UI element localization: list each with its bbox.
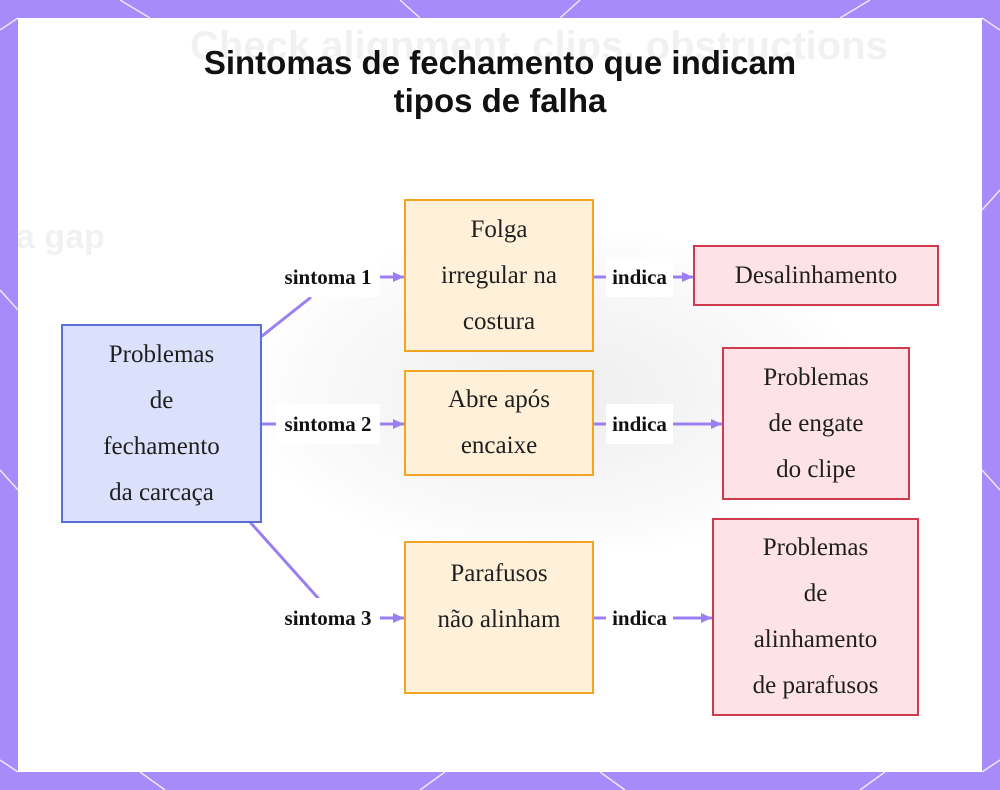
symptom-1-line-1: Folga xyxy=(470,215,528,243)
root-line-2: de xyxy=(149,386,174,414)
symptom-1-line-3: costura xyxy=(462,307,536,335)
title-line-2: tipos de falha xyxy=(393,82,607,119)
failure-2-line-1: Problemas xyxy=(763,363,869,391)
background-ghost-text: Check alignment, clips, obstructions xyxy=(190,24,888,68)
symptom-node-3: Parafusos não alinham xyxy=(404,541,594,694)
title-line-1: Sintomas de fechamento que indicam xyxy=(203,44,797,81)
failure-1-text: Desalinhamento xyxy=(735,253,897,299)
failure-3-line-1: Problemas xyxy=(762,534,869,561)
edge-root-symptom-3 xyxy=(248,520,320,600)
failure-2-text: Problemas de engate do clipe xyxy=(763,355,869,493)
edge-label-indica-2: indica xyxy=(606,404,673,444)
background-ghost-text-left: a gap xyxy=(18,218,105,256)
failure-node-clip-engagement: Problemas de engate do clipe xyxy=(722,347,910,500)
root-line-4: da carcaça xyxy=(109,478,214,506)
failure-3-line-4: de parafusos xyxy=(752,672,879,699)
page-title: Sintomas de fechamento que indicam tipos… xyxy=(0,44,1000,120)
symptom-node-1: Folga irregular na costura xyxy=(404,199,594,352)
symptom-2-line-2: encaixe xyxy=(460,432,538,459)
root-line-3: fechamento xyxy=(103,432,220,460)
symptom-3-line-1: Parafusos xyxy=(450,560,548,587)
failure-node-misalignment: Desalinhamento xyxy=(693,245,939,306)
edge-root-symptom-1 xyxy=(260,296,312,338)
root-line-1: Problemas xyxy=(108,340,215,368)
symptom-2-line-1: Abre após xyxy=(447,386,551,413)
edge-label-symptom-2: sintoma 2 xyxy=(276,404,380,444)
failure-3-line-2: de xyxy=(803,580,828,607)
root-node-housing-closure-problems: Problemas de fechamento da carcaça xyxy=(61,324,262,523)
failure-3-text: Problemas de alinhamento de parafusos xyxy=(753,525,879,709)
failure-2-line-3: do clipe xyxy=(776,455,856,483)
symptom-1-text: Folga irregular na costura xyxy=(441,207,557,345)
symptom-1-line-2: irregular na xyxy=(441,261,557,289)
symptom-3-text: Parafusos não alinham xyxy=(438,551,561,643)
symptom-3-line-2: não alinham xyxy=(437,606,561,633)
edge-label-indica-1: indica xyxy=(606,257,673,297)
failure-2-line-2: de engate xyxy=(768,409,864,437)
failure-node-screw-alignment: Problemas de alinhamento de parafusos xyxy=(712,518,919,716)
edge-label-indica-3: indica xyxy=(606,598,673,638)
failure-3-line-3: alinhamento xyxy=(753,626,878,653)
edge-label-symptom-3: sintoma 3 xyxy=(276,598,380,638)
edge-label-symptom-1: sintoma 1 xyxy=(276,257,380,297)
failure-1-line-1: Desalinhamento xyxy=(734,262,898,289)
symptom-2-text: Abre após encaixe xyxy=(448,377,550,469)
root-node-text: Problemas de fechamento da carcaça xyxy=(103,332,220,516)
symptom-node-2: Abre após encaixe xyxy=(404,370,594,476)
